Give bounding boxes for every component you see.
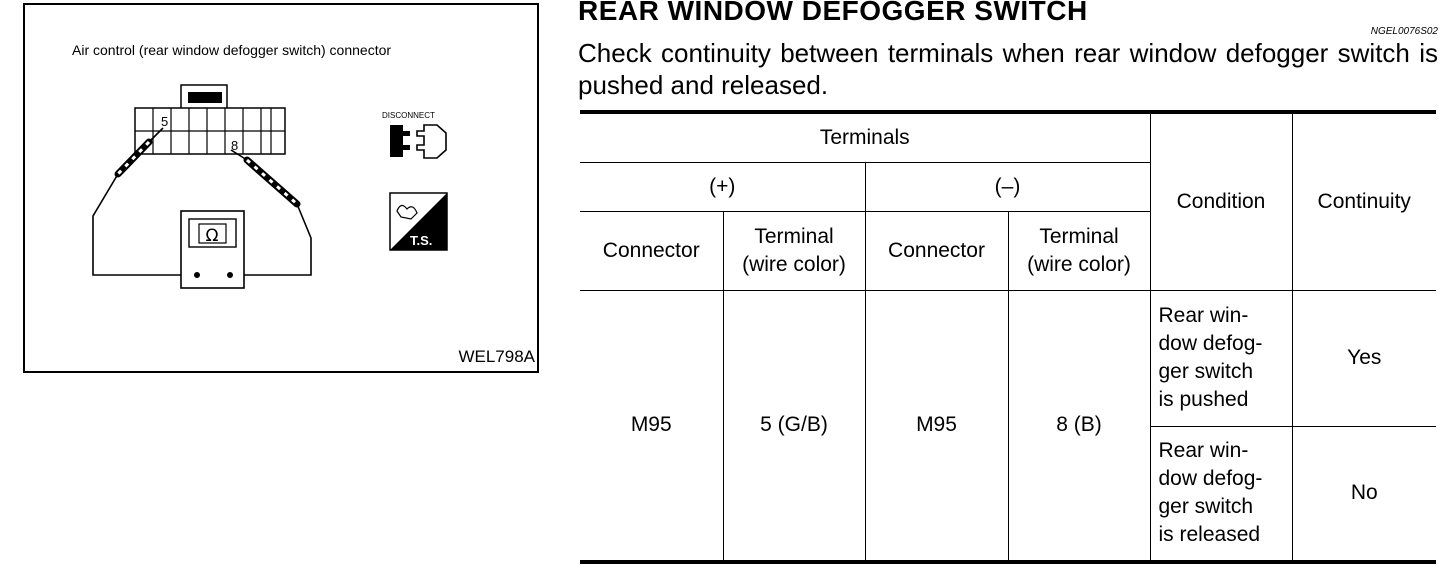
- continuity-table: Terminals Condition Continuity (+) (–) C…: [580, 110, 1436, 564]
- connector-body: [134, 84, 286, 155]
- section-title: REAR WINDOW DEFOGGER SWITCH: [578, 0, 1088, 26]
- trouble-shooting-icon: [389, 192, 448, 251]
- connector-figure: Air control (rear window defogger switch…: [23, 3, 539, 373]
- ohm-symbol: Ω: [206, 226, 219, 246]
- terminal-5-label: 5: [161, 114, 168, 129]
- figure-caption: Air control (rear window defogger switch…: [72, 42, 392, 58]
- instruction-text: Check continuity between terminals when …: [578, 38, 1438, 100]
- connector-diagram: 5 8 Ω DISCONNECT: [92, 84, 448, 289]
- header-terminal-plus: Terminal (wire color): [722, 210, 866, 291]
- table-row: M95 5 (G/B) M95 8 (B) Rear win- dow defo…: [580, 289, 1436, 563]
- header-continuity: Continuity: [1291, 111, 1436, 291]
- figure-id: WEL798A: [458, 347, 535, 366]
- header-minus: (–): [864, 161, 1150, 212]
- probe-left: [114, 138, 153, 178]
- table-header-row: (+) (–): [580, 161, 1436, 212]
- terminal-8-label: 8: [231, 138, 238, 153]
- header-terminals: Terminals: [580, 111, 1151, 163]
- table-header-row: Terminals Condition Continuity: [580, 111, 1436, 291]
- continuity-cell-pushed: Yes: [1291, 289, 1436, 427]
- reference-code: NGEL0076S02: [1370, 26, 1438, 37]
- header-connector-plus: Connector: [580, 210, 724, 291]
- probe-right: [243, 156, 301, 208]
- table-header-row: Connector Terminal (wire color) Connecto…: [580, 210, 1436, 291]
- plus-terminal-cell: 5 (G/B): [722, 289, 866, 563]
- condition-cell-released: Rear win- dow defog- ger switch is relea…: [1150, 425, 1293, 563]
- ts-label: T.S.: [410, 233, 432, 248]
- ohmmeter-icon: [180, 210, 245, 289]
- header-connector-minus: Connector: [864, 210, 1009, 291]
- condition-cell-pushed: Rear win- dow defog- ger switch is pushe…: [1149, 289, 1293, 427]
- minus-terminal-cell: 8 (B): [1007, 289, 1151, 563]
- header-plus: (+): [580, 161, 866, 212]
- disconnect-label: DISCONNECT: [382, 111, 435, 120]
- table-row: Rear win- dow defog- ger switch is relea…: [580, 425, 1436, 563]
- header-terminal-minus: Terminal (wire color): [1007, 210, 1150, 291]
- continuity-cell-released: No: [1291, 425, 1436, 563]
- plus-connector-cell: M95: [580, 289, 724, 563]
- header-condition: Condition: [1149, 111, 1293, 291]
- disconnect-icon: [390, 124, 447, 159]
- minus-connector-cell: M95: [864, 289, 1009, 563]
